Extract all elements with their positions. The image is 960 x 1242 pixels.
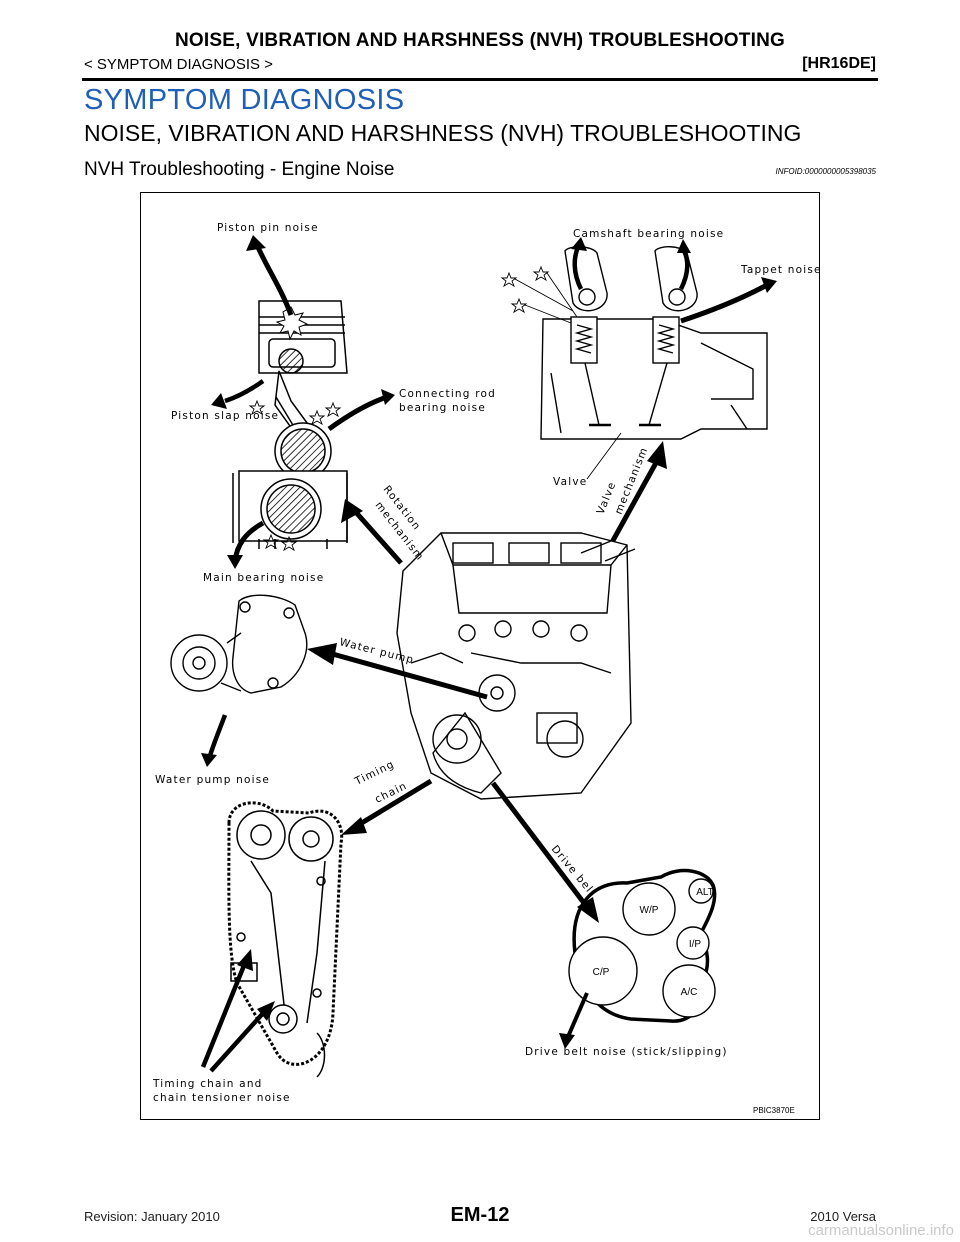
pulley-label-cp: C/P <box>593 967 610 978</box>
drive-belt-pulleys <box>568 868 717 1023</box>
watermark: carmanualsonline.info <box>808 1222 954 1239</box>
footer-page-number: EM-12 <box>450 1204 510 1226</box>
piston-pin-arrow <box>254 244 294 316</box>
timing-chain-illustration <box>227 801 344 1078</box>
footer-revision: Revision: January 2010 <box>84 1209 220 1224</box>
header-divider <box>82 78 878 81</box>
piston-slap-arrow <box>224 379 265 404</box>
label-water-pump-noise: Water pump noise <box>155 774 270 786</box>
water-pump-illustration <box>170 594 308 694</box>
page-header-title: NOISE, VIBRATION AND HARSHNESS (NVH) TRO… <box>175 30 785 51</box>
label-camshaft: Camshaft bearing noise <box>573 228 724 240</box>
engine-model-tag: [HR16DE] <box>802 55 876 72</box>
conrod-arrow <box>327 394 388 432</box>
piston-rod-illustration <box>232 300 348 549</box>
pulley-label-wp: W/P <box>640 905 659 916</box>
engine-block-illustration <box>396 532 636 800</box>
footer-model: 2010 Versa <box>810 1209 876 1224</box>
subsection-heading: NOISE, VIBRATION AND HARSHNESS (NVH) TRO… <box>84 120 802 146</box>
pulley-label-ip: I/P <box>689 939 702 950</box>
label-piston-slap: Piston slap noise <box>171 410 279 422</box>
drive-belt-arrow <box>491 781 589 909</box>
label-drive-belt-noise: Drive belt noise (stick/slipping) <box>525 1046 728 1058</box>
water-pump-noise-arrow <box>206 714 228 760</box>
label-conrod-2: bearing noise <box>399 402 486 414</box>
tappet-arrow <box>680 282 769 324</box>
label-timing-2: chain <box>373 780 409 806</box>
cylinder-head-illustration <box>540 246 768 440</box>
label-main-bearing: Main bearing noise <box>203 572 324 584</box>
engine-noise-diagram: W/P ALT I/P C/P A/C Piston pin noise Cam… <box>140 192 820 1120</box>
belt-noise-arrow <box>565 992 589 1040</box>
label-timing-1: Timing <box>352 758 397 788</box>
topic-heading: NVH Troubleshooting - Engine Noise <box>84 159 395 180</box>
label-piston-pin: Piston pin noise <box>217 222 319 234</box>
section-breadcrumb: < SYMPTOM DIAGNOSIS > <box>84 56 273 73</box>
info-id: INFOID:0000000005398035 <box>775 167 876 176</box>
pulley-label-ac: A/C <box>681 987 698 998</box>
rotation-arrow <box>351 507 403 565</box>
pulley-label-alt: ALT <box>696 887 714 898</box>
label-tensioner-2: chain tensioner noise <box>153 1092 291 1104</box>
section-heading: SYMPTOM DIAGNOSIS <box>84 84 405 116</box>
water-pump-arrow <box>328 650 488 700</box>
label-conrod-1: Connecting rod <box>399 388 496 400</box>
figure-code: PBIC3870E <box>753 1106 795 1115</box>
timing-chain-arrow <box>353 778 433 830</box>
label-valve: Valve <box>553 476 587 488</box>
label-tensioner-1: Timing chain and <box>152 1078 263 1090</box>
label-tappet: Tappet noise <box>740 264 820 276</box>
tensioner-arrow <box>200 962 248 1068</box>
